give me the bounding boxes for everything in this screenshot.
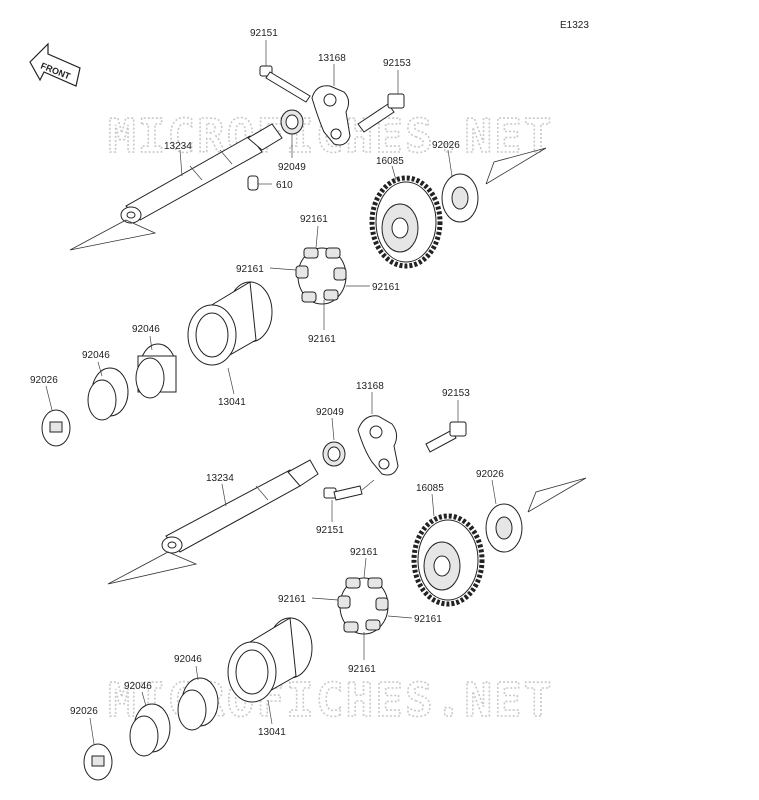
label-13168-bottom: 13168 (356, 381, 384, 392)
bearing-92046-bottom-a (177, 677, 219, 731)
ref-triangle-bottom-right (527, 477, 587, 513)
hub-13041-top (187, 281, 273, 366)
label-13234-bottom: 13234 (206, 473, 234, 484)
label-610: 610 (276, 180, 293, 191)
label-92161-a: 92161 (300, 214, 328, 225)
label-92161-b: 92161 (236, 264, 264, 275)
label-92026-bottom-left: 92026 (70, 706, 98, 717)
label-92046-c: 92046 (174, 654, 202, 665)
label-92151-top: 92151 (250, 28, 278, 39)
label-13234-top: 13234 (164, 141, 192, 152)
shaft-13234-bottom (161, 459, 319, 554)
front-arrow-icon: FRONT (29, 42, 81, 87)
bolt-92153-top (357, 93, 405, 133)
bolt-92151-top (259, 65, 311, 103)
ref-triangle-top-right (485, 147, 547, 185)
ref-triangle-top-left (69, 219, 157, 251)
gear-16085-bottom (411, 513, 485, 607)
diagram-code: E1323 (560, 20, 589, 31)
label-92026-top-right: 92026 (432, 140, 460, 151)
washer-92026-bottom-left (83, 743, 113, 781)
ref-triangle-bottom-left (107, 551, 198, 585)
label-92026-bottom-right: 92026 (476, 469, 504, 480)
label-92046-d: 92046 (124, 681, 152, 692)
label-92161-c: 92161 (372, 282, 400, 293)
bolt-92151-bottom (323, 479, 375, 501)
hub-13041-bottom (227, 617, 313, 703)
leader-lines (45, 40, 497, 745)
gear-16085-top (369, 175, 443, 269)
bearing-92046-top-b (87, 367, 129, 421)
label-92161-f: 92161 (278, 594, 306, 605)
label-13041-bottom: 13041 (258, 727, 286, 738)
washer-92026-top-left (41, 409, 71, 447)
damper-ring-92161-top (295, 247, 347, 305)
washer-92026-top-right (441, 173, 479, 223)
bearing-92046-bottom-b (129, 703, 171, 757)
label-92153-top: 92153 (383, 58, 411, 69)
shaft-13234-top (120, 123, 283, 224)
seal-92049-bottom (322, 441, 346, 467)
label-13041-top: 13041 (218, 397, 246, 408)
label-92046-a: 92046 (132, 324, 160, 335)
label-92161-d: 92161 (308, 334, 336, 345)
pin-610 (247, 175, 259, 191)
label-16085-top: 16085 (376, 156, 404, 167)
watermark-bottom: MICROFICHES.NET (108, 673, 553, 727)
label-92153-bottom: 92153 (442, 388, 470, 399)
label-92151-bottom: 92151 (316, 525, 344, 536)
seal-92049-top (280, 109, 304, 135)
label-92049-bottom: 92049 (316, 407, 344, 418)
lever-13168-bottom (357, 415, 399, 476)
lever-13168-top (311, 85, 351, 146)
damper-ring-92161-bottom (337, 577, 389, 635)
label-92046-b: 92046 (82, 350, 110, 361)
label-92161-g: 92161 (414, 614, 442, 625)
label-92026-top-left: 92026 (30, 375, 58, 386)
label-92161-e: 92161 (350, 547, 378, 558)
label-16085-bottom: 16085 (416, 483, 444, 494)
bearing-92046-top-a (135, 343, 177, 399)
label-13168-top: 13168 (318, 53, 346, 64)
label-92049-top: 92049 (278, 162, 306, 173)
washer-92026-bottom-right (485, 503, 523, 553)
label-92161-h: 92161 (348, 664, 376, 675)
bolt-92153-bottom (425, 421, 467, 453)
